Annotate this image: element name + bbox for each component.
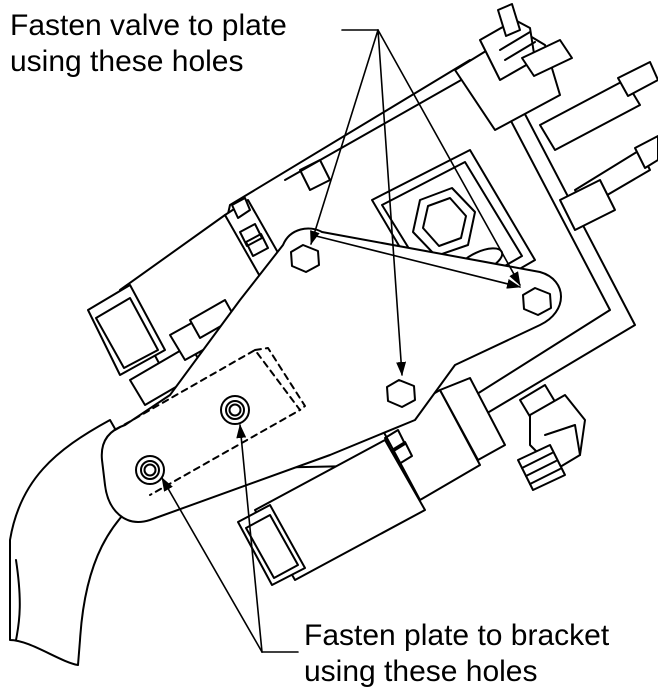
right-stubs: [539, 61, 658, 231]
top-fitting: [454, 3, 573, 131]
bracket-hole-left: [135, 455, 165, 485]
upper-solenoid: [87, 197, 286, 376]
top-callout-line1: Fasten valve to plate: [10, 9, 287, 42]
mounting-plate: [100, 227, 562, 523]
bottom-callout-line1: Fasten plate to bracket: [304, 619, 610, 652]
middle-left-fitting: [129, 299, 236, 406]
top-callout-leaders: [310, 29, 521, 376]
valve-hole-right: [522, 287, 552, 316]
valve-hole-middle: [386, 379, 416, 408]
plate-holes: [135, 244, 552, 485]
top-callout-label: Fasten valve to plate using these holes: [10, 8, 287, 80]
bottom-callout-leaders: [161, 424, 299, 653]
bracket-hole-right: [220, 395, 250, 425]
elbow-fitting: [517, 384, 586, 491]
bottom-callout-label: Fasten plate to bracket using these hole…: [304, 618, 609, 690]
bottom-callout-line2: using these holes: [304, 655, 538, 688]
top-callout-line2: using these holes: [10, 45, 244, 78]
valve-hole-top: [290, 244, 320, 273]
